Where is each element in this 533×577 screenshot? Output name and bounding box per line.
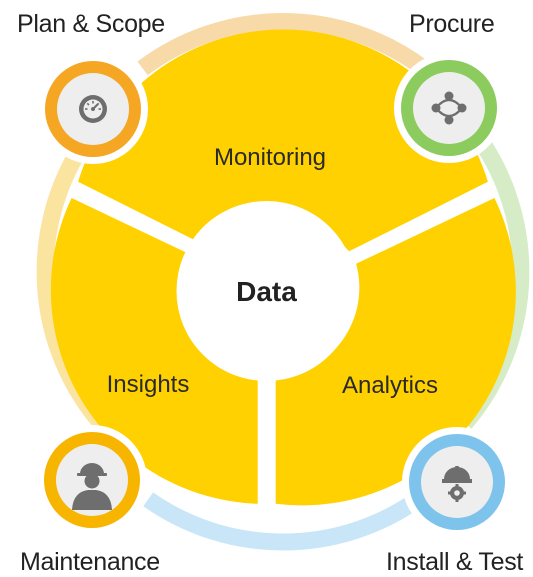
stage-label-plan-scope: Plan & Scope	[17, 10, 165, 38]
stage-label-maintenance: Maintenance	[20, 548, 160, 576]
hardhat-gear-icon	[442, 466, 472, 502]
center-label: Data	[236, 276, 297, 307]
stage-procure	[394, 53, 504, 163]
segment-ring	[50, 29, 516, 506]
gauge-icon	[79, 95, 107, 123]
stage-maintenance	[37, 425, 147, 535]
segment-monitoring	[78, 29, 488, 252]
arc-plan-to-procure	[137, 13, 429, 76]
center-circle	[176, 201, 357, 381]
network-cycle-icon	[431, 91, 467, 125]
segment-label-monitoring: Monitoring	[214, 144, 326, 171]
worker-icon	[72, 463, 112, 510]
arc-install-to-maintenance	[143, 492, 423, 551]
stage-plan-scope	[38, 54, 148, 164]
segment-label-analytics: Analytics	[342, 372, 438, 399]
stage-install-test	[402, 427, 512, 537]
stage-label-install-test: Install & Test	[386, 548, 524, 576]
segment-label-insights: Insights	[107, 371, 190, 398]
stage-label-procure: Procure	[409, 10, 495, 38]
